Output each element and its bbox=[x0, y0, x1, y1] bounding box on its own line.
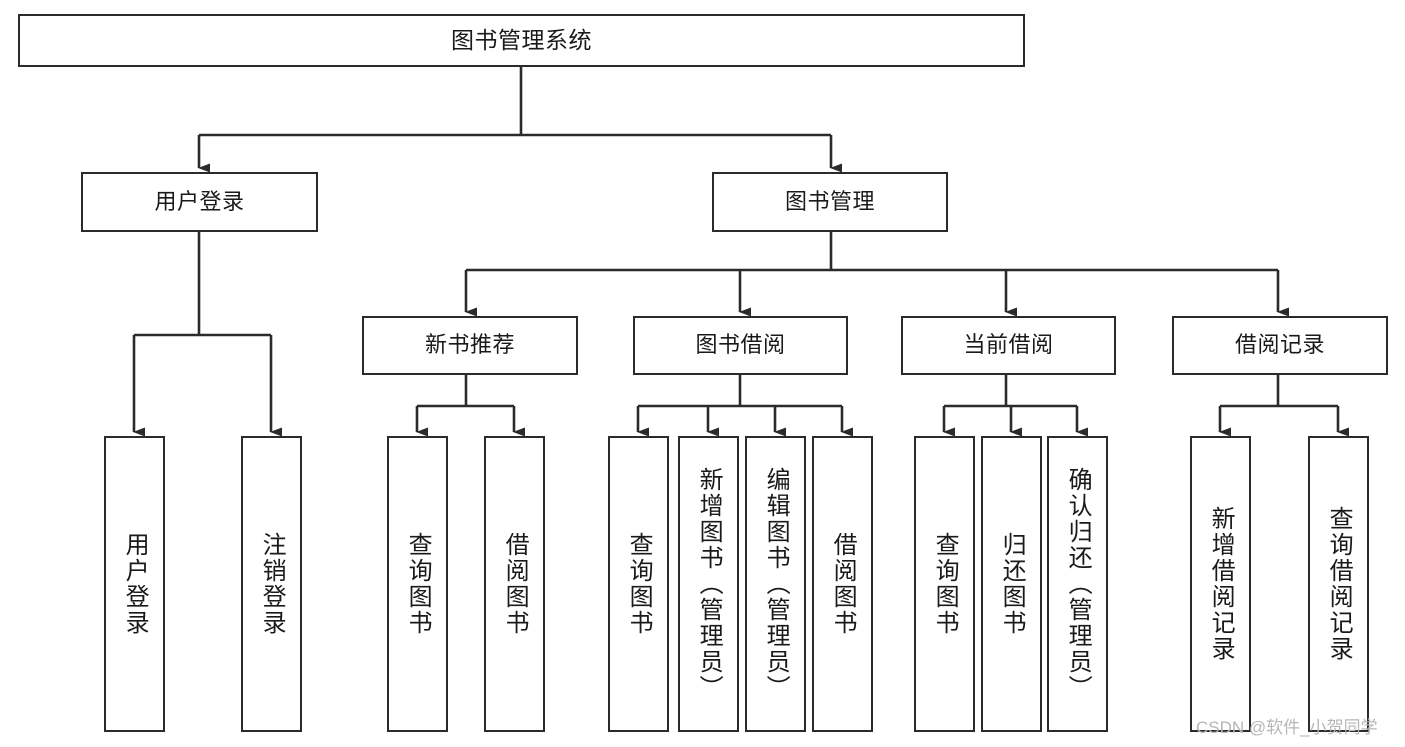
node-label: 用户登录 bbox=[121, 532, 149, 636]
leaf-book-borrow-borrow[interactable]: 借阅图书 bbox=[812, 436, 873, 732]
leaf-current-borrow-confirm-return[interactable]: 确认归还（管理员） bbox=[1047, 436, 1108, 732]
leaf-book-borrow-edit[interactable]: 编辑图书（管理员） bbox=[745, 436, 806, 732]
leaf-book-borrow-query[interactable]: 查询图书 bbox=[608, 436, 669, 732]
node-label: 新增图书（管理员） bbox=[695, 467, 723, 701]
node-label: 当前借阅 bbox=[963, 332, 1054, 358]
node-book-management[interactable]: 图书管理 bbox=[712, 172, 948, 232]
node-label: 用户登录 bbox=[154, 188, 245, 214]
node-label: 查询借阅记录 bbox=[1325, 506, 1353, 662]
leaf-new-book-query[interactable]: 查询图书 bbox=[387, 436, 448, 732]
node-label: 注销登录 bbox=[258, 532, 286, 636]
node-label: 查询图书 bbox=[404, 532, 432, 636]
leaf-user-login-logout[interactable]: 注销登录 bbox=[241, 436, 302, 732]
node-new-book-recommendation[interactable]: 新书推荐 bbox=[362, 316, 578, 375]
node-label: 图书管理系统 bbox=[451, 26, 592, 53]
node-book-borrowing[interactable]: 图书借阅 bbox=[633, 316, 848, 375]
node-label: 查询图书 bbox=[931, 532, 959, 636]
leaf-current-borrow-query[interactable]: 查询图书 bbox=[914, 436, 975, 732]
node-current-borrowing[interactable]: 当前借阅 bbox=[901, 316, 1116, 375]
node-label: 查询图书 bbox=[625, 532, 653, 636]
node-label: 借阅图书 bbox=[829, 532, 857, 636]
leaf-borrow-record-add[interactable]: 新增借阅记录 bbox=[1190, 436, 1251, 732]
node-label: 借阅图书 bbox=[501, 532, 529, 636]
node-label: 借阅记录 bbox=[1234, 332, 1325, 358]
leaf-current-borrow-return[interactable]: 归还图书 bbox=[981, 436, 1042, 732]
node-label: 确认归还（管理员） bbox=[1064, 467, 1092, 701]
leaf-book-borrow-add[interactable]: 新增图书（管理员） bbox=[678, 436, 739, 732]
node-label: 图书管理 bbox=[784, 188, 875, 214]
leaf-new-book-borrow[interactable]: 借阅图书 bbox=[484, 436, 545, 732]
node-label: 新书推荐 bbox=[424, 332, 515, 358]
leaf-user-login-login[interactable]: 用户登录 bbox=[104, 436, 165, 732]
node-user-login[interactable]: 用户登录 bbox=[81, 172, 318, 232]
node-label: 归还图书 bbox=[998, 532, 1026, 636]
node-label: 图书借阅 bbox=[695, 332, 786, 358]
node-label: 新增借阅记录 bbox=[1207, 506, 1235, 662]
node-label: 编辑图书（管理员） bbox=[762, 467, 790, 701]
node-root-book-management-system[interactable]: 图书管理系统 bbox=[18, 14, 1025, 67]
csdn-watermark: CSDN @软件_小贺同学 bbox=[1196, 718, 1378, 737]
leaf-borrow-record-query[interactable]: 查询借阅记录 bbox=[1308, 436, 1369, 732]
node-borrowing-record[interactable]: 借阅记录 bbox=[1172, 316, 1388, 375]
